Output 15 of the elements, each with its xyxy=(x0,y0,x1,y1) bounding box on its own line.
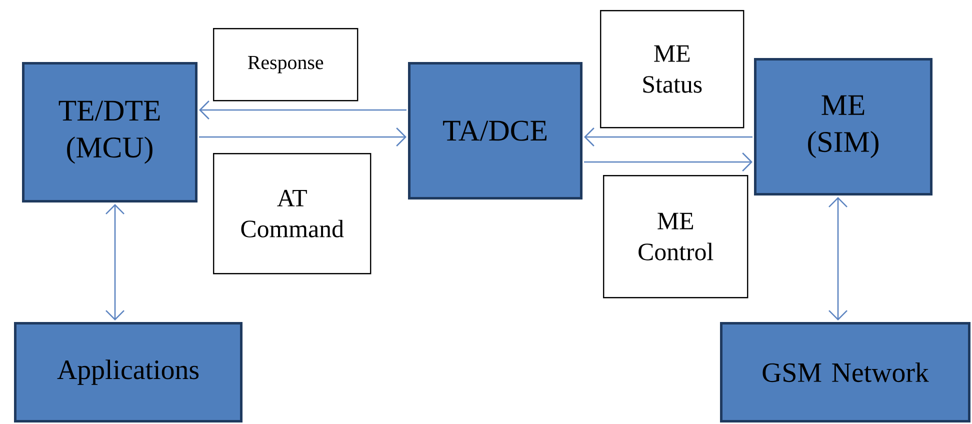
arrow xyxy=(828,197,848,320)
process-box: GSM Network xyxy=(720,322,970,422)
process-box: TE/DTE (MCU) xyxy=(22,62,198,202)
arrow xyxy=(199,100,406,120)
arrow xyxy=(584,152,752,172)
arrow xyxy=(584,128,752,146)
label-box: ME Control xyxy=(603,175,748,298)
arrow xyxy=(106,204,124,320)
label-box: ME Status xyxy=(600,10,744,128)
label-box: Response xyxy=(213,28,358,102)
process-box: ME (SIM) xyxy=(754,58,932,196)
process-box: Applications xyxy=(14,322,242,422)
label-box: AT Command xyxy=(213,153,372,274)
process-box: TA/DCE xyxy=(408,62,582,200)
arrow xyxy=(199,128,406,146)
